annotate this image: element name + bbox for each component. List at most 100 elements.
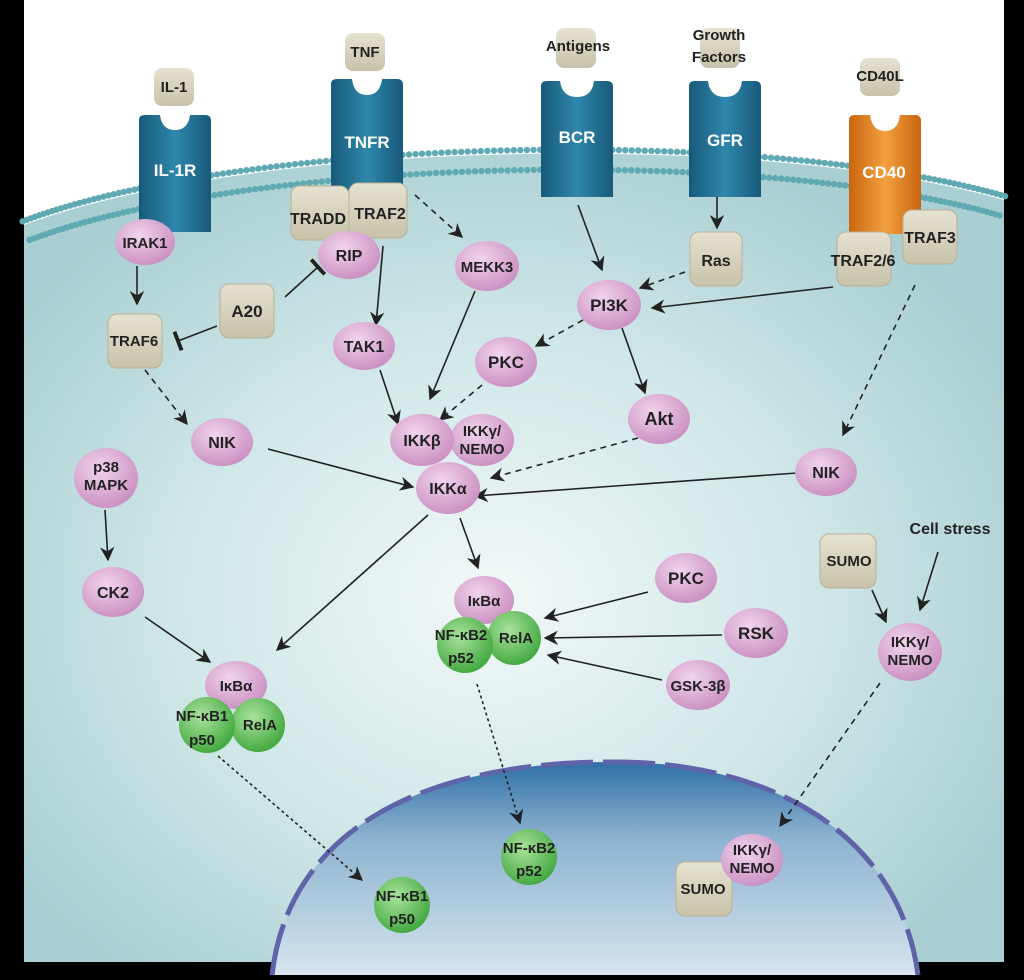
- membrane-bead: [504, 167, 511, 174]
- tnf-label: TNF: [350, 44, 379, 61]
- membrane-bead: [310, 159, 317, 166]
- pi3k-label: PI3K: [590, 296, 629, 315]
- membrane-bead: [795, 177, 803, 184]
- growth-factors-label-1: Growth: [693, 27, 746, 44]
- gsk3b-label: GSK-3β: [671, 678, 726, 695]
- membrane-bead: [81, 198, 88, 205]
- traf2-box: [348, 182, 408, 239]
- membrane-bead: [942, 198, 949, 206]
- membrane-bead: [813, 178, 820, 186]
- membrane-bead: [1001, 193, 1009, 200]
- arrow-rsk-rela: [543, 630, 723, 645]
- arrow-traf26-pi3k: [650, 286, 834, 314]
- membrane-bead: [306, 179, 313, 186]
- membrane-bead: [517, 166, 524, 174]
- membrane-bead: [269, 183, 277, 191]
- arrow-pkcmid-rela: [543, 591, 649, 622]
- irak1-node: [115, 219, 175, 265]
- membrane-bead: [833, 161, 840, 168]
- membrane-bead: [405, 151, 413, 158]
- membrane-bead: [772, 174, 779, 182]
- sumo-cyto-box: [819, 533, 877, 589]
- antigens-label: Antigens: [546, 38, 610, 55]
- membrane-bead: [95, 215, 103, 222]
- membrane-bead: [951, 180, 958, 187]
- ikba-left-node: [205, 661, 267, 709]
- membrane-bead: [425, 150, 432, 157]
- tak1-node: [333, 322, 395, 370]
- sumo-nucleus-label: SUMO: [681, 881, 726, 898]
- mekk3-node: [455, 241, 519, 291]
- membrane-bead: [477, 147, 484, 155]
- membrane-bead: [105, 212, 112, 220]
- membrane-bead: [653, 167, 661, 175]
- membrane-bead: [785, 156, 793, 163]
- membrane-bead: [412, 150, 419, 158]
- arrow-nfkb2-nucleus: [476, 683, 524, 825]
- arrow-ikka-ikbaleft: [275, 514, 429, 651]
- ikkg-stress-node: [878, 623, 942, 681]
- membrane-bead: [451, 148, 458, 156]
- arrow-ck2-ikba: [144, 616, 212, 663]
- arrow-traf3-nik: [842, 284, 916, 437]
- growth-factors-label-2: Factors: [692, 49, 746, 66]
- membrane-bead: [511, 167, 518, 174]
- membrane-bead: [324, 177, 332, 185]
- membrane-bead: [807, 178, 815, 185]
- membrane-bead: [100, 193, 107, 200]
- membrane-bead: [90, 195, 98, 203]
- membrane-bead: [120, 188, 128, 196]
- tradd-label: TRADD: [290, 211, 346, 228]
- nucleus-nfkb1-label-2: p50: [389, 911, 415, 928]
- receptors: IL-1R TNFR BCR GFR CD40: [139, 79, 921, 234]
- membrane-bead: [261, 164, 268, 171]
- ikkg-nucleus-label-2: NEMO: [730, 860, 775, 877]
- membrane-bead: [452, 168, 459, 176]
- rsk-label: RSK: [738, 624, 775, 643]
- membrane-bead: [680, 148, 687, 156]
- nucleus-nfkb2-label-2: p52: [516, 863, 542, 880]
- nik-right-label: NIK: [812, 465, 840, 482]
- membrane-bead: [801, 177, 809, 185]
- arrow-akt-ikka: [489, 437, 639, 482]
- inhibit-a20-rip: [284, 258, 327, 298]
- cd40l-ligand: [860, 58, 900, 96]
- membrane-bead: [761, 153, 768, 161]
- membrane-bead: [784, 176, 791, 183]
- kinases: IRAK1 RIP MEKK3 PI3K TAK1 PKC Akt NIK NI…: [74, 219, 942, 886]
- membrane-bead: [773, 155, 781, 162]
- arrow-traf2-tak1: [369, 245, 385, 327]
- traf2-label: TRAF2: [354, 206, 406, 223]
- ikkg-label-1: IKKγ/: [463, 423, 502, 440]
- membrane-bead: [471, 168, 479, 175]
- membrane-bead: [920, 174, 928, 181]
- membrane-bead: [222, 190, 230, 197]
- arrow-gsk3b-rela: [546, 650, 663, 681]
- membrane-bead: [304, 159, 311, 167]
- membrane-bead: [246, 186, 253, 194]
- membrane-bead: [432, 169, 440, 177]
- membrane-bead: [431, 149, 439, 157]
- membrane-bead: [760, 173, 767, 181]
- membrane-bead: [213, 171, 221, 178]
- ikka-label: IKKα: [429, 481, 467, 498]
- membrane-bead: [484, 147, 491, 155]
- membrane-bead: [438, 149, 445, 156]
- rela-mid-label: RelA: [499, 630, 533, 647]
- arrow-stress-ikkg: [916, 551, 939, 612]
- membrane-bead: [426, 170, 433, 177]
- signaling-arrows: [100, 194, 939, 881]
- ikba-left-label: IκBα: [220, 678, 253, 695]
- nfkb2-label-2: p52: [448, 650, 474, 667]
- membrane-bead: [673, 168, 680, 175]
- membrane-bead: [819, 179, 826, 186]
- bcr-receptor: [541, 81, 613, 197]
- traf6-label: TRAF6: [110, 333, 158, 350]
- membrane-bead: [838, 161, 846, 169]
- arrow-pi3k-akt: [621, 327, 648, 395]
- membrane-bead: [490, 147, 498, 154]
- nucleus-nfkb2-label-1: NF-κB2: [503, 840, 556, 857]
- membrane-bead: [237, 167, 244, 175]
